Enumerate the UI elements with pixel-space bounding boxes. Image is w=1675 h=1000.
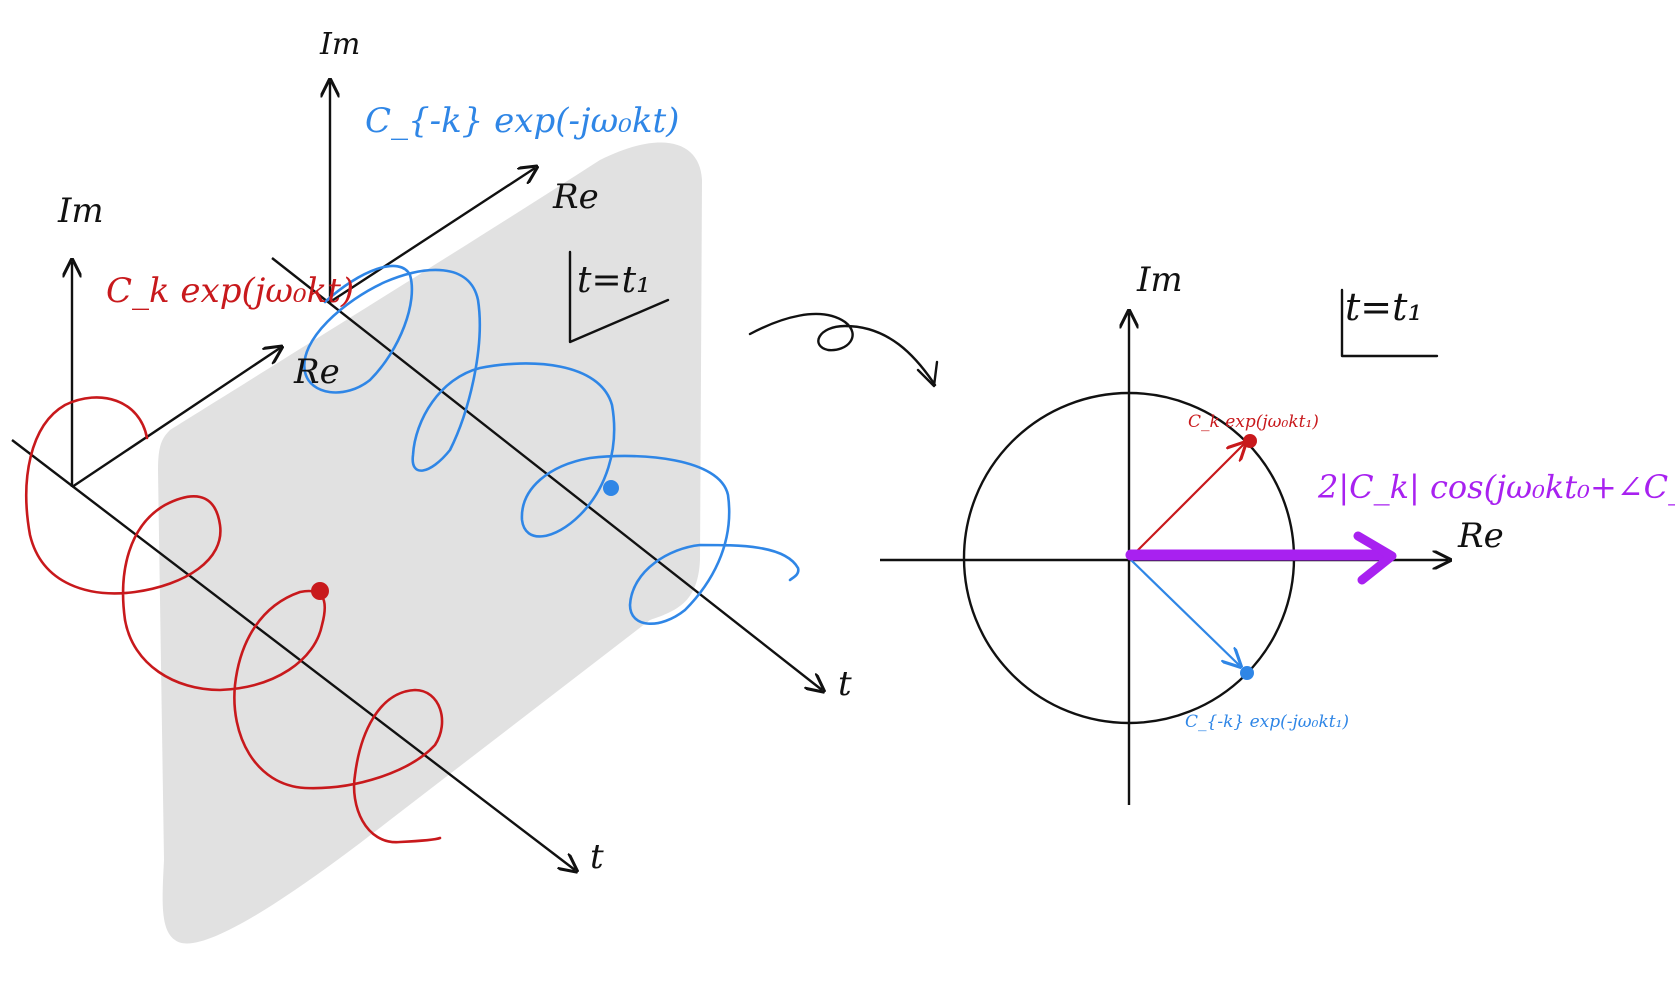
sum-label: 2|C_k| cos(jω₀kt₀+∠C_k) [1317,468,1675,506]
red-t-axis [11,439,575,870]
blue-time-marker [603,480,619,496]
red-helix [25,396,444,844]
blue-re-axis [329,168,535,304]
red-re-axis [71,348,280,488]
red-vector-label: C_k exp(jω₀kt₁) [1188,412,1319,432]
left-time-label: t=t₁ [577,260,651,301]
right-time-label: t=t₁ [1345,285,1423,329]
sum-vector-head [1353,531,1397,585]
blue-t-label: t [838,664,852,704]
red-im-label: Im [57,191,104,231]
transition-arrow [748,312,937,387]
red-t-label: t [590,837,604,877]
complex-plane [880,288,1448,805]
red-axes [11,262,575,870]
red-time-marker [311,582,329,600]
plane-im-label: Im [1136,260,1183,300]
blue-helix [303,264,800,625]
left-time-bracket [568,250,670,344]
blue-vector-label: C_{-k} exp(-jω₀kt₁) [1185,712,1349,732]
right-time-bracket [1340,288,1439,358]
red-re-label: Re [293,352,340,392]
red-vector-tip [1243,434,1257,448]
transition-arrowhead [916,360,939,388]
blue-vector [1130,559,1239,665]
red-vector [1130,444,1244,558]
blue-vector-tip [1240,666,1254,680]
blue-re-label: Re [552,177,599,217]
plane-re-label: Re [1457,516,1504,556]
blue-formula: C_{-k} exp(-jω₀kt) [365,101,679,141]
time-slice-plane [158,142,702,944]
red-formula: C_k exp(jω₀kt) [106,271,354,311]
blue-im-label: Im [319,27,360,62]
